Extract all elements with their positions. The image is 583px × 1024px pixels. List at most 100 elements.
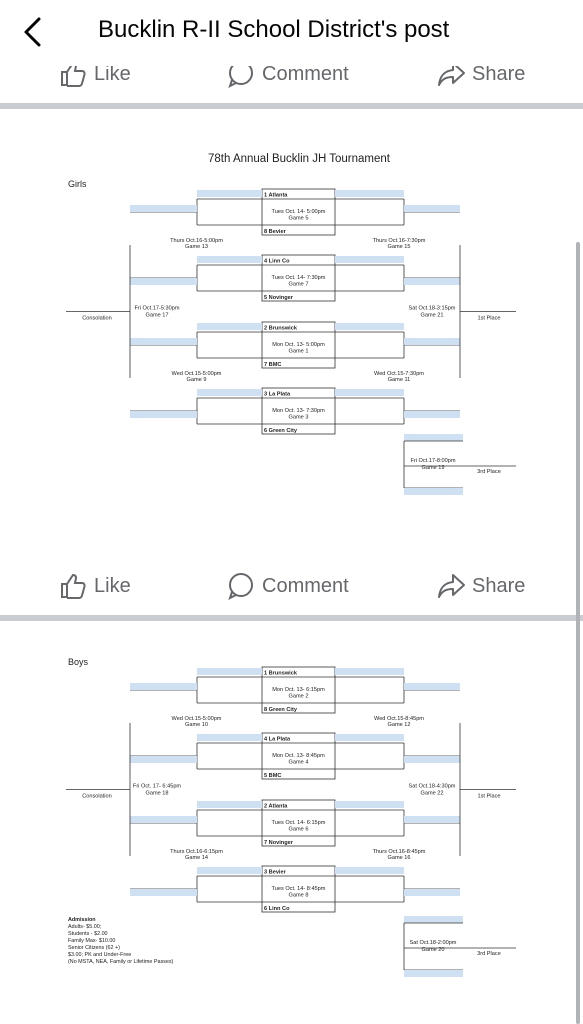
game-time: Wed Oct.15-5:00pm — [172, 371, 222, 377]
girls-bracket-image: 78th Annual Bucklin JH Tournament Girls … — [66, 153, 516, 495]
bracket-band — [404, 434, 463, 441]
team-name: 4 Linn Co — [264, 259, 290, 265]
game-time: Wed Oct.15-5:00pm — [172, 716, 222, 722]
admission-line: Students - $2.00 — [68, 931, 108, 937]
team-name: 1 Atlanta — [264, 193, 288, 199]
comment-button-top[interactable]: Comment — [226, 54, 349, 94]
game-time: Mon Oct. 13- 7:30pm — [272, 408, 325, 414]
admission-line: (No MSTA, NEA, Family or Lifetime Passes… — [68, 959, 174, 965]
like-label: Like — [94, 574, 131, 597]
team-name: 7 BMC — [264, 362, 281, 368]
bracket-band — [130, 278, 197, 285]
admission-line: Senior Citizens (62 +) — [68, 945, 120, 951]
bracket-band — [130, 816, 197, 823]
team-name: 6 Green City — [264, 428, 298, 434]
bracket-band — [404, 816, 460, 823]
team-name: 5 BMC — [264, 773, 281, 779]
game-time: Thurs Oct.16-6:15pm — [170, 849, 223, 855]
admission-line: Family Max- $10.00 — [68, 938, 115, 944]
bracket-band — [404, 889, 460, 896]
game-time: Mon Oct. 13- 5:00pm — [272, 342, 325, 348]
game-time: Wed Oct.15-8:45pm — [374, 716, 424, 722]
comment-label-top: Comment — [262, 62, 349, 85]
bracket-band — [335, 801, 404, 808]
bracket-band — [130, 756, 197, 763]
bracket-band — [404, 338, 460, 345]
game-time: Thurs Oct.16-8:45pm — [373, 849, 426, 855]
game-time: Wed Oct.15-7:30pm — [374, 371, 424, 377]
game-number: Game 15 — [387, 244, 410, 250]
team-name: 4 La Plata — [264, 737, 291, 743]
game-number: Game 8 — [289, 893, 309, 899]
game-number: Game 5 — [289, 216, 309, 222]
post-actions: Like Comment Share — [0, 566, 583, 606]
like-label-top: Like — [94, 62, 131, 85]
game-number: Game 18 — [145, 791, 168, 797]
share-button-top[interactable]: Share — [436, 54, 525, 94]
share-button[interactable]: Share — [436, 566, 525, 606]
scrollbar[interactable] — [576, 242, 580, 1024]
game-number: Game 19 — [421, 465, 444, 471]
bracket-band — [130, 411, 197, 418]
bracket-band — [335, 389, 404, 396]
share-icon — [438, 62, 465, 86]
game-time: Thurs Oct.16-7:30pm — [373, 238, 426, 244]
game-time: Tues Oct. 14- 7:30pm — [272, 275, 326, 281]
boys-bracket-lines: 1 Brunswick 8 Green City Mon Oct. 13- 6:15… — [66, 666, 516, 977]
game-number: Game 21 — [420, 313, 443, 319]
bracket-band — [197, 668, 262, 675]
bracket-band — [404, 916, 463, 923]
game-number: Game 20 — [421, 947, 444, 953]
third-place-label: 3rd Place — [477, 951, 501, 957]
team-name: 8 Green City — [264, 707, 298, 713]
bracket-band — [335, 734, 404, 741]
game-number: Game 17 — [145, 313, 168, 319]
game-number: Game 1 — [289, 349, 309, 355]
game-number: Game 10 — [185, 722, 208, 728]
comment-button[interactable]: Comment — [226, 566, 349, 606]
first-place-label: 1st Place — [477, 316, 500, 322]
team-name: 5 Novinger — [264, 295, 294, 301]
admission-heading: Admission — [68, 917, 96, 923]
like-button[interactable]: Like — [58, 566, 131, 606]
boys-section-label: Boys — [68, 657, 89, 667]
team-name: 8 Bevier — [264, 229, 287, 235]
game-time: Fri Oct.17-8:00pm — [410, 458, 455, 464]
bracket-band — [335, 323, 404, 330]
game-time: Mon Oct. 13- 6:15pm — [272, 687, 325, 693]
bracket-band — [404, 205, 460, 212]
bracket-band — [197, 734, 262, 741]
bracket-band — [197, 190, 262, 197]
game-number: Game 16 — [387, 855, 410, 861]
consolation-label: Consolation — [82, 794, 112, 800]
share-label-top: Share — [472, 62, 526, 85]
game-number: Game 12 — [387, 722, 410, 728]
game-number: Game 2 — [289, 694, 309, 700]
post-divider — [0, 615, 583, 621]
bracket-band — [335, 867, 404, 874]
girls-section-label: Girls — [68, 179, 87, 189]
admission-line: Adults- $5.00; — [68, 924, 102, 930]
first-place-label: 1st Place — [477, 794, 500, 800]
share-label: Share — [472, 574, 526, 597]
game-number: Game 22 — [420, 791, 443, 797]
team-name: 3 Bevier — [264, 870, 287, 876]
bracket-band — [197, 256, 262, 263]
matchup-box — [261, 865, 336, 913]
game-number: Game 14 — [185, 855, 208, 861]
game-time: Thurs Oct.16-5:00pm — [170, 238, 223, 244]
bracket-band — [197, 801, 262, 808]
team-name: 1 Brunswick — [264, 671, 298, 677]
matchup-box — [261, 666, 336, 714]
game-time: Sat Oct.18-2:00pm — [410, 940, 457, 946]
team-name: 2 Brunswick — [264, 326, 298, 332]
team-name: 2 Atlanta — [264, 804, 288, 810]
chevron-left-icon[interactable] — [18, 14, 52, 50]
game-number: Game 7 — [289, 282, 309, 288]
game-number: Game 9 — [187, 377, 207, 383]
share-icon — [438, 574, 465, 598]
bracket-band — [197, 323, 262, 330]
game-number: Game 4 — [289, 760, 309, 766]
consolation-label: Consolation — [82, 316, 112, 322]
